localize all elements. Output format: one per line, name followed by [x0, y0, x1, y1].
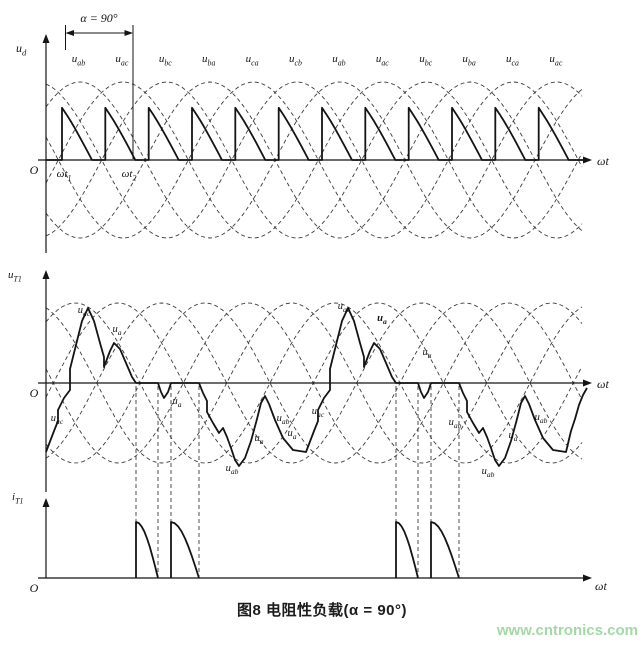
dashed-sine: [45, 302, 583, 464]
figure-caption: 图8 电阻性负载(α = 90°): [237, 602, 407, 619]
label-u-a: ua: [508, 430, 517, 443]
y-axis-arrow: [42, 270, 50, 279]
label-u-bc: ubc: [419, 53, 432, 67]
x-axis-arrow: [583, 574, 592, 582]
tick-wt1: ωt1: [57, 168, 72, 182]
label-u-ba: uba: [202, 53, 215, 67]
alpha-arrowhead-left: [65, 30, 74, 36]
dashed-sine: [45, 302, 583, 464]
label-u-ac: uac: [338, 301, 351, 314]
dashed-sine: [45, 81, 583, 239]
y-axis-label-ud: ud: [16, 41, 27, 58]
label-u-ab: uab: [482, 466, 495, 479]
y-axis-label-ut1: uT1: [8, 269, 22, 283]
label-u-a: ua: [172, 396, 181, 409]
label-u-ac: uac: [376, 53, 389, 67]
dashed-sine: [45, 81, 583, 239]
label-u-a: ua: [254, 433, 263, 446]
x-axis-label: ωt: [597, 154, 609, 168]
x-axis-arrow: [583, 379, 592, 387]
label-u-a: ua: [377, 313, 387, 326]
label-u-a: ua: [112, 324, 121, 337]
tick-wt2: ωt2: [122, 168, 137, 182]
projection-lines: [135, 386, 460, 576]
label-u-a: ua: [422, 347, 431, 360]
y-axis-arrow: [42, 34, 50, 43]
y-axis-arrow: [42, 498, 50, 507]
y-axis-label-it1: iT1: [12, 491, 23, 505]
label-u-ca: uca: [506, 53, 519, 67]
dashed-sine: [45, 302, 583, 464]
dashed-sine: [45, 302, 583, 464]
origin-bottom: O: [30, 581, 39, 595]
label-u-ac: uac: [549, 53, 562, 67]
x-axis-label: ωt: [595, 579, 607, 593]
label-u-ba: uba: [462, 53, 475, 67]
it1-pulse: [170, 521, 200, 579]
dashed-sine: [45, 81, 583, 239]
alpha-label: α = 90°: [80, 11, 117, 25]
label-u-ac: uac: [115, 53, 128, 67]
label-u-cb: ucb: [289, 53, 302, 67]
dashed-sine: [45, 302, 583, 464]
label-u-ca: uca: [246, 53, 259, 67]
label-u-ab: uab: [535, 412, 548, 425]
label-u-ab: uab: [332, 53, 345, 67]
alpha-arrowhead-right: [124, 30, 133, 36]
label-u-ab: uab: [277, 413, 290, 426]
it1-pulse: [135, 521, 159, 579]
origin-top: O: [30, 163, 39, 177]
label-u-ac: uac: [312, 406, 325, 419]
label-u-ac: uac: [51, 413, 64, 426]
it1-pulse: [430, 521, 460, 579]
origin-middle: O: [30, 386, 39, 400]
ud-waveform: [46, 106, 585, 161]
watermark-text: www.cntronics.com: [496, 622, 638, 639]
label-u-bc: ubc: [159, 53, 172, 67]
ut1-waveform: [45, 307, 588, 467]
it1-pulse: [395, 521, 419, 579]
label-u-a: ua: [287, 428, 296, 441]
dashed-sine: [45, 302, 583, 464]
label-u-ab: uab: [449, 417, 462, 430]
dashed-sine: [45, 81, 583, 239]
label-u-ab: uab: [72, 53, 85, 67]
x-axis-label: ωt: [597, 377, 609, 391]
dashed-sine: [45, 81, 583, 239]
label-u-ab: uab: [226, 463, 239, 476]
x-axis-arrow: [583, 156, 592, 164]
dashed-sine: [45, 81, 583, 239]
label-u-ac: uac: [78, 305, 91, 318]
